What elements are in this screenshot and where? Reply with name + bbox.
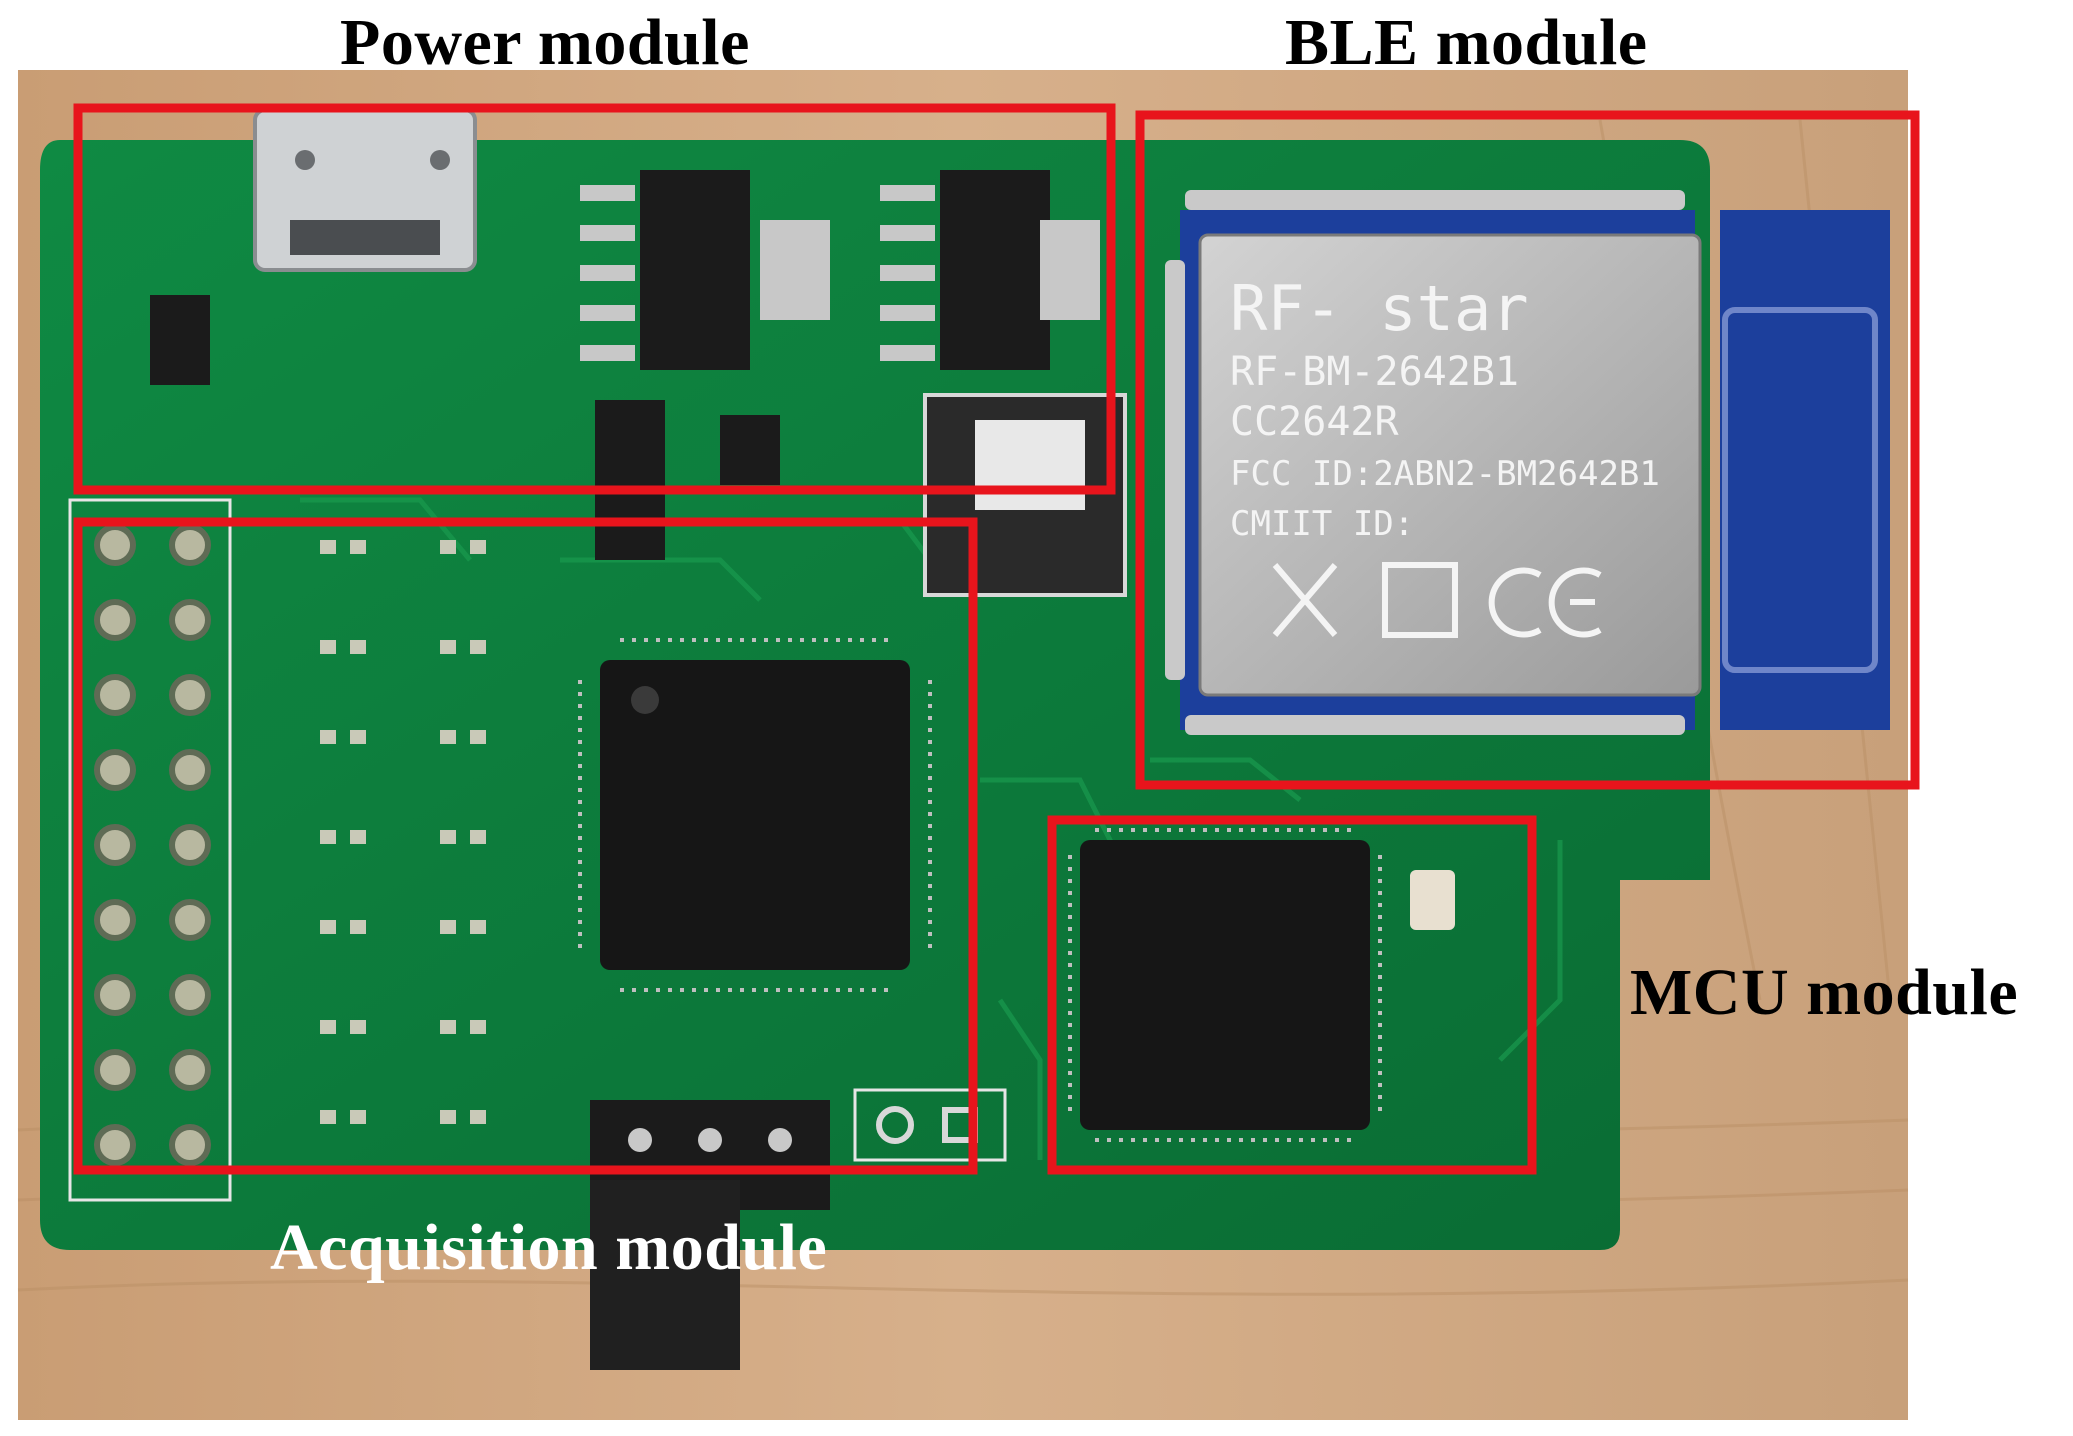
ble-chip-text-line2: RF-BM-2642B1 — [1230, 349, 1519, 395]
highlight-boxes — [73, 103, 1920, 1175]
power-module-label: Power module — [340, 6, 750, 79]
mcu-module-label: MCU module — [1630, 956, 2019, 1029]
acquisition-ic-pins — [578, 638, 932, 992]
regulator-pins — [580, 185, 935, 361]
pin-header-pads — [94, 524, 211, 1166]
acquisition-module-box — [73, 517, 978, 1175]
small-ic — [150, 295, 210, 385]
ble-castellated-pins — [1165, 190, 1685, 735]
ble-chip-text-line4: FCC ID:2ABN2-BM2642B1 — [1230, 454, 1660, 494]
crystal-y1 — [1410, 870, 1455, 930]
ble-chip-text-line5: CMIIT ID: — [1230, 504, 1414, 544]
mcu-ic — [1080, 840, 1370, 1130]
ble-module-box — [1135, 110, 1920, 790]
ble-chip-text-line1: RF- star — [1230, 272, 1529, 345]
mcu-module-box — [1047, 815, 1537, 1175]
jumper-j5 — [595, 400, 665, 560]
ble-module-label: BLE module — [1285, 6, 1648, 79]
regulator-u14 — [640, 170, 750, 370]
ble-antenna — [1720, 210, 1890, 730]
mcu-pins — [1068, 828, 1382, 1142]
regulator-u12 — [940, 170, 1050, 370]
ble-chip-text-line3: CC2642R — [1230, 399, 1399, 445]
ble-cert-marks — [1272, 562, 1602, 638]
resistor-pads — [320, 540, 486, 1124]
power-module-box — [73, 103, 1116, 495]
small-ic-u15 — [720, 415, 780, 485]
jumper-p8 — [853, 1088, 1007, 1162]
pin-header-outline — [68, 498, 232, 1202]
ble-shield-text: RF- star RF-BM-2642B1 CC2642R FCC ID:2AB… — [1230, 272, 1660, 544]
acquisition-module-label: Acquisition module — [270, 1211, 828, 1284]
acquisition-ic — [600, 660, 910, 970]
